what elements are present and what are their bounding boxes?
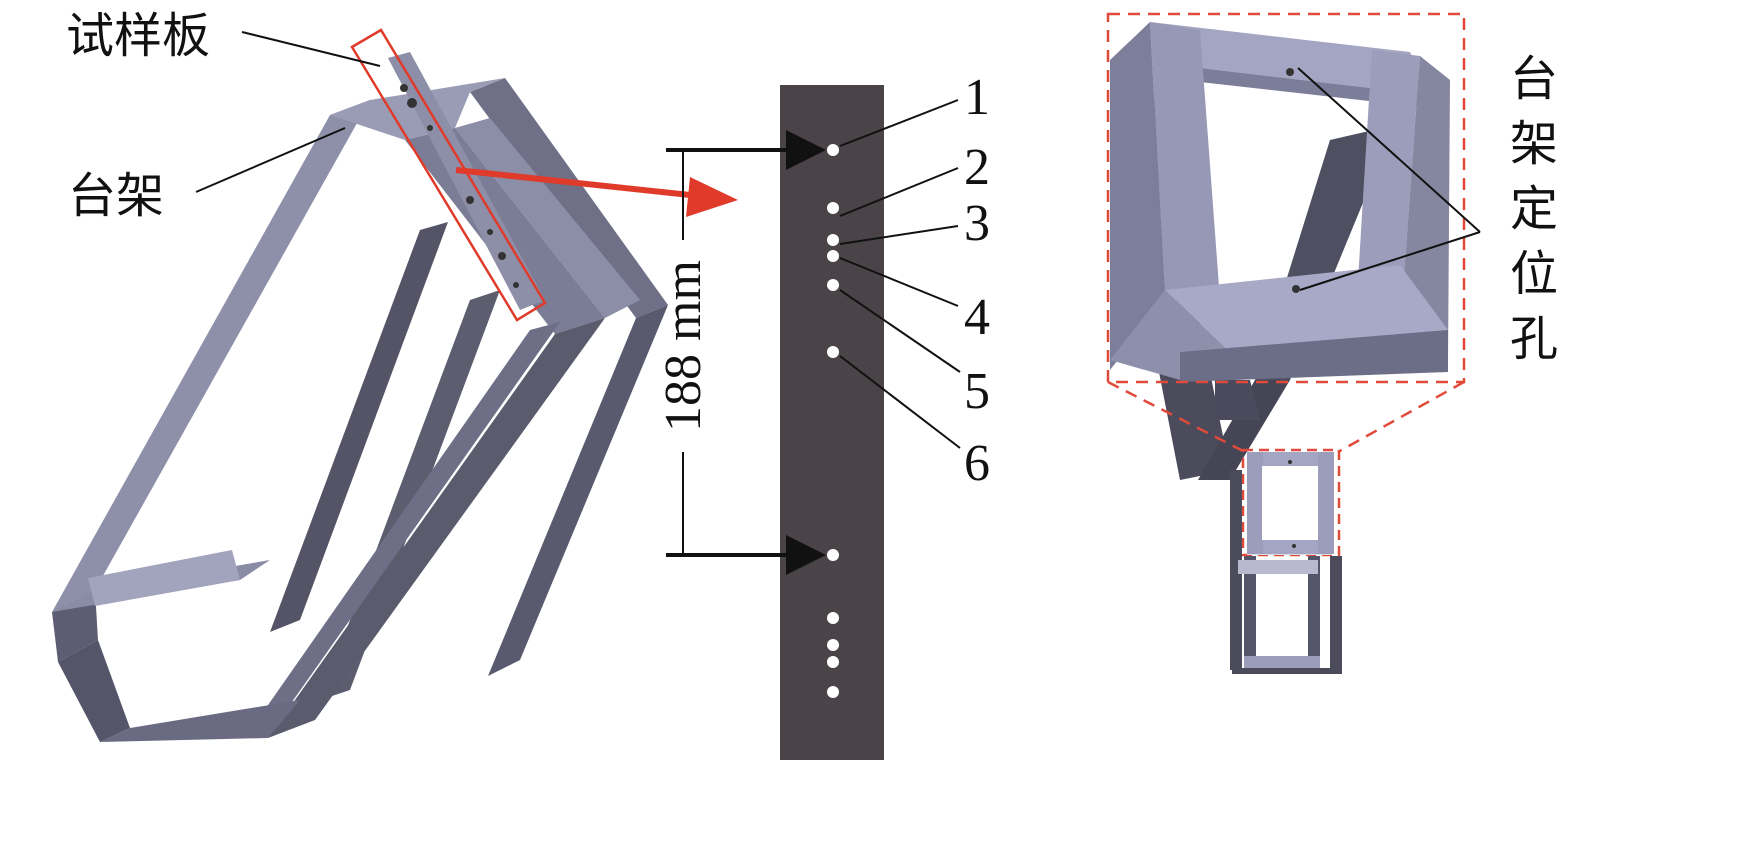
plate-highlight-box — [350, 28, 547, 322]
frame-front-rail-face — [245, 322, 560, 738]
frame-3d-left — [52, 28, 668, 742]
locating-leader-top — [1297, 67, 1481, 233]
leader-3 — [839, 225, 959, 245]
hole-number-1: 1 — [964, 69, 990, 126]
thumb-hole — [1292, 544, 1296, 548]
label-frame-locating-hole: 台 架 定 位 孔 — [1510, 53, 1558, 366]
frame-bottom-cross-2 — [100, 700, 300, 742]
zoom-top-beam — [1150, 22, 1430, 95]
frame-thumbnail — [1230, 448, 1342, 674]
hole-number-4: 4 — [964, 289, 990, 346]
zoom-dark-block — [1215, 380, 1260, 420]
hole-4 — [827, 250, 839, 262]
leader-5 — [839, 289, 961, 373]
zoom-left-rail — [1150, 22, 1220, 300]
thumb-post-back-right — [1330, 556, 1342, 670]
hole-ref-lower — [827, 549, 839, 561]
hole-5 — [827, 279, 839, 291]
leader-4 — [839, 257, 959, 307]
hole-number-3: 3 — [964, 195, 990, 252]
hole-numbers: 1 2 3 4 5 6 — [964, 69, 990, 492]
thumb-hole — [1288, 460, 1292, 464]
thumb-left-post — [1247, 452, 1263, 554]
thumb-lower-beam — [1244, 656, 1320, 670]
frame-left-rail — [52, 100, 370, 612]
label-char: 定 — [1510, 183, 1558, 236]
frame-inner-bar-1 — [270, 222, 448, 632]
zoom-left-rail-side — [1110, 22, 1165, 370]
hole-number-6: 6 — [964, 435, 990, 492]
label-frame: 台架 — [68, 168, 164, 224]
hole-2 — [827, 202, 839, 214]
hole-number-5: 5 — [964, 363, 990, 420]
specimen-plate-3d — [388, 52, 545, 310]
zoom-box — [1106, 12, 1466, 384]
red-arrow-head — [686, 177, 738, 217]
dim-arrow-top-head — [786, 130, 826, 170]
zoom-bottom-beam-side — [1180, 330, 1448, 382]
thumb-top-beam — [1247, 452, 1332, 466]
frame-zoom-detail — [1106, 12, 1466, 480]
red-arrow-shaft — [455, 167, 691, 198]
frame-top-side-rail — [455, 118, 640, 318]
frame-back-rail-right — [488, 305, 668, 676]
dimension-label: 188 mm — [655, 260, 712, 432]
hole-leaders — [839, 99, 961, 449]
zoom-right-rail — [1355, 50, 1420, 330]
plate-hole — [487, 229, 493, 235]
zoom-connector-left — [1107, 380, 1246, 454]
leader-1 — [839, 99, 959, 147]
thumb-post-front-right — [1308, 556, 1320, 670]
thumb-post-back-left — [1230, 470, 1242, 670]
plate-hole — [513, 282, 519, 288]
thumb-bottom-beam — [1247, 540, 1332, 554]
thumb-mid-beam — [1238, 560, 1318, 574]
label-specimen-plate: 试样板 — [66, 8, 210, 64]
label-char: 孔 — [1510, 313, 1558, 366]
specimen-plate-detail — [780, 85, 884, 760]
locating-leader-bottom — [1299, 231, 1481, 291]
plate-hole — [427, 125, 433, 131]
hole-lower — [827, 612, 839, 624]
hole-lower — [827, 656, 839, 668]
hole-lower — [827, 686, 839, 698]
dim-arrow-bottom-head — [786, 535, 826, 575]
hole-6 — [827, 346, 839, 358]
specimen-plate-leader — [241, 31, 381, 67]
thumb-right-post — [1318, 452, 1334, 554]
label-char: 架 — [1510, 118, 1558, 171]
plate-hole — [466, 196, 474, 204]
label-char: 台 — [1510, 53, 1558, 106]
thumb-post-front-left — [1244, 556, 1256, 670]
frame-front-rail — [268, 318, 605, 738]
locating-hole-top — [1286, 68, 1294, 76]
leader-2 — [839, 167, 959, 217]
label-char: 位 — [1510, 248, 1558, 301]
hole-number-2: 2 — [964, 139, 990, 196]
frame-back-rail-top — [470, 78, 668, 318]
zoom-bottom-beam — [1165, 265, 1448, 352]
thumb-opening — [1262, 466, 1318, 540]
thumb-lower-opening — [1256, 574, 1308, 656]
dimension-188: 188 mm — [655, 130, 826, 575]
hole-lower — [827, 639, 839, 651]
frame-leader — [195, 127, 346, 193]
leader-6 — [839, 355, 961, 449]
plate-hole — [400, 84, 408, 92]
hole-3 — [827, 234, 839, 246]
zoom-connector-right — [1337, 380, 1465, 454]
plate-hole — [407, 98, 417, 108]
zoom-dark-diagonal-lower — [1198, 380, 1290, 480]
frame-bottom-leg — [58, 640, 130, 742]
hole-1 — [827, 144, 839, 156]
locating-hole-bottom — [1292, 285, 1300, 293]
thumb-base — [1232, 668, 1342, 674]
frame-bottom-cross-face — [88, 550, 240, 606]
plate-hole — [498, 252, 506, 260]
